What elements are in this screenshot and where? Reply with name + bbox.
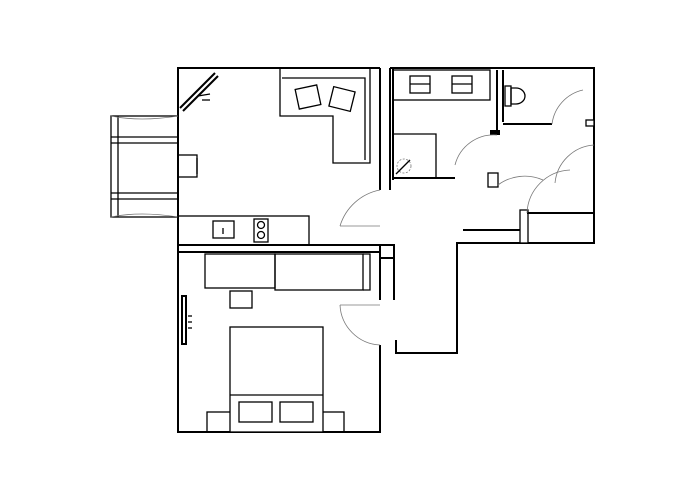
door-arc-corridor — [497, 175, 544, 186]
wall-post-a — [490, 130, 500, 135]
wardrobe — [274, 253, 364, 291]
door-arc-bath — [454, 134, 498, 166]
door-arc-right — [554, 144, 595, 184]
outer-wall-right-lower — [395, 242, 527, 354]
balcony-curve — [110, 213, 179, 218]
windows — [179, 72, 595, 345]
kitchen-sink — [212, 220, 235, 239]
bathroom — [392, 69, 491, 178]
balcony — [110, 115, 198, 218]
bath-counter — [392, 69, 491, 101]
bedroom — [204, 253, 371, 433]
living-kitchen — [177, 68, 371, 246]
door-arc-living — [339, 189, 381, 227]
pillow — [279, 401, 314, 423]
window-right-frame — [585, 119, 595, 127]
window-mark — [197, 93, 211, 97]
toilet-cistern — [504, 85, 512, 107]
door-arc-corridor-2 — [526, 169, 571, 214]
toilet-bowl — [510, 87, 526, 105]
walls — [177, 67, 595, 433]
toilet-room — [504, 85, 526, 107]
wall-post-c — [519, 209, 529, 244]
wardrobe-side — [363, 253, 371, 291]
outer-wall-top-right — [390, 67, 595, 244]
window-living-diagonal — [179, 72, 216, 109]
wall-post-b — [487, 172, 499, 188]
doors — [339, 89, 595, 346]
shower — [393, 133, 437, 178]
dresser — [204, 253, 276, 289]
balcony-door-chair — [177, 154, 198, 178]
kitchen-counter — [177, 215, 310, 246]
door-arc-toilet — [551, 89, 584, 125]
sofa-corner — [279, 68, 371, 164]
wall-stub-upper — [379, 244, 395, 259]
cushion — [328, 85, 356, 113]
balcony-curve — [110, 115, 179, 120]
cushion — [294, 84, 322, 110]
window-bedroom — [181, 295, 187, 345]
sofa-seat-line — [282, 77, 366, 160]
bed — [229, 326, 324, 433]
burner — [256, 220, 266, 230]
shower-head — [395, 159, 411, 175]
burner — [256, 230, 266, 240]
shower-drain-icon — [396, 158, 412, 174]
cooktop — [253, 218, 269, 243]
door-arc-bedroom — [339, 304, 381, 346]
balcony-frame — [110, 115, 179, 218]
pillow — [238, 401, 273, 423]
window-living-diagonal-2 — [182, 75, 219, 112]
stool — [229, 290, 253, 309]
